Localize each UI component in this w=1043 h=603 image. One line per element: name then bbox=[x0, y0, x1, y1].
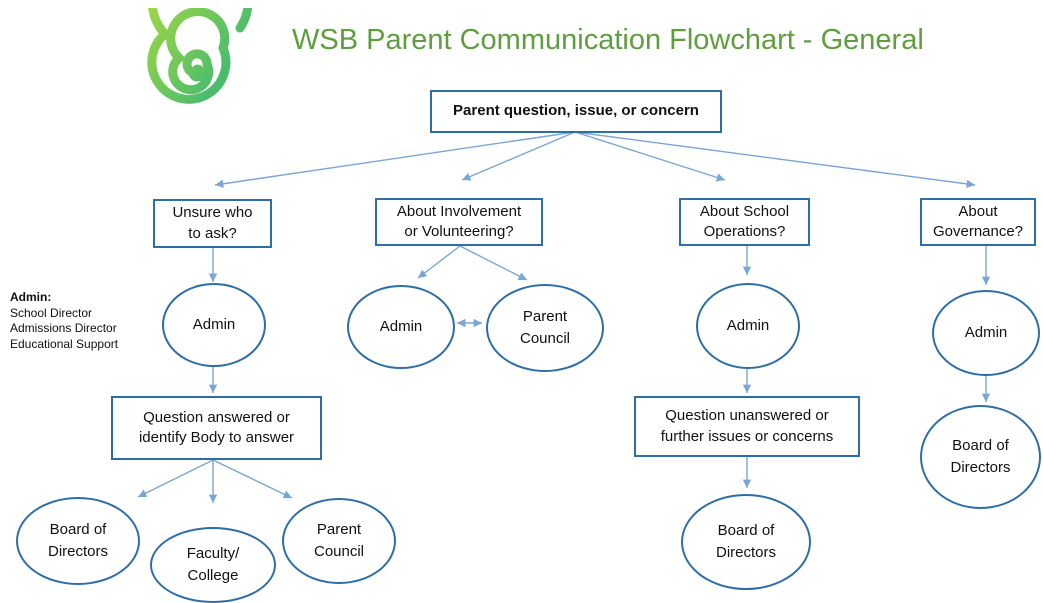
node-question-answered: Question answered or identify Body to an… bbox=[111, 396, 322, 460]
node-parent-council-involvement: Parent Council bbox=[486, 284, 604, 372]
node-unsure-who-to-ask: Unsure who to ask? bbox=[153, 199, 272, 248]
admin-legend: Admin: School Director Admissions Direct… bbox=[10, 290, 118, 352]
node-question-unanswered: Question unanswered or further issues or… bbox=[634, 396, 860, 457]
edge-root-governance bbox=[574, 131, 976, 189]
swirl-logo bbox=[147, 8, 253, 104]
node-board-governance: Board of Directors bbox=[920, 405, 1041, 509]
node-faculty-college: Faculty/ College bbox=[150, 527, 276, 603]
legend-heading: Admin: bbox=[10, 290, 52, 304]
node-admin-governance: Admin bbox=[932, 290, 1040, 376]
node-involvement-volunteering: About Involvement or Volunteering? bbox=[375, 198, 543, 246]
edge-involvement-admin bbox=[417, 245, 461, 279]
node-admin-involvement: Admin bbox=[347, 285, 455, 369]
edge-involvement-council bbox=[459, 245, 528, 281]
edge-root-involvement bbox=[461, 131, 576, 181]
node-admin-operations: Admin bbox=[696, 283, 800, 369]
edge-question-council bbox=[212, 459, 293, 499]
edge-question-board bbox=[137, 459, 214, 498]
legend-item: School Director bbox=[10, 305, 93, 320]
node-parent-council-unsure: Parent Council bbox=[282, 498, 396, 584]
root-node: Parent question, issue, or concern bbox=[430, 90, 722, 133]
node-school-operations: About School Operations? bbox=[679, 198, 810, 246]
edge-root-operations bbox=[574, 131, 726, 182]
node-admin-unsure: Admin bbox=[162, 283, 266, 367]
page-title: WSB Parent Communication Flowchart - Gen… bbox=[292, 24, 924, 56]
node-board-operations: Board of Directors bbox=[681, 494, 811, 590]
node-board-unsure: Board of Directors bbox=[16, 497, 140, 585]
node-governance: About Governance? bbox=[920, 198, 1036, 246]
edge-root-unsure bbox=[214, 131, 576, 188]
legend-item: Admissions Director bbox=[10, 321, 117, 336]
legend-item: Educational Support bbox=[10, 336, 119, 351]
